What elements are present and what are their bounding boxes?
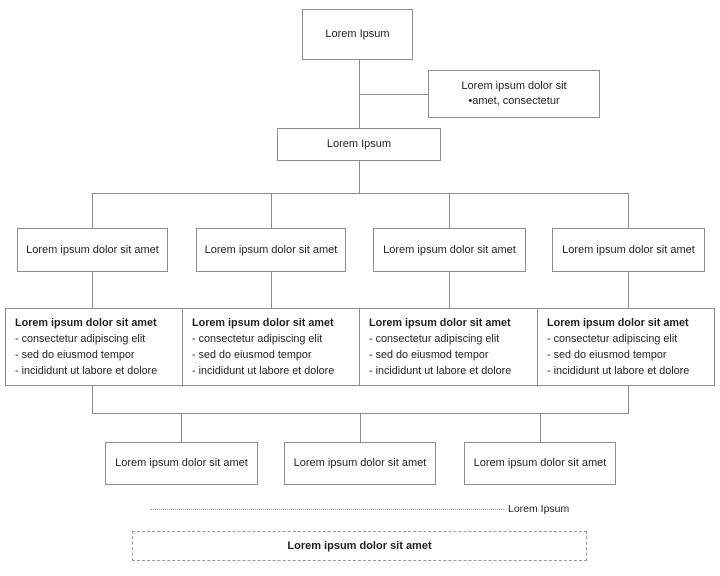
level2-node: Lorem Ipsum: [277, 128, 441, 161]
dotted-divider-line: [150, 509, 504, 510]
connector-branch-to-note: [359, 94, 428, 95]
row3-node-2-item: - sed do eiusmod tempor: [192, 349, 312, 361]
row3-node-3-item: - consectetur adipiscing elit: [369, 333, 500, 345]
row3-node-1-item: - sed do eiusmod tempor: [15, 349, 135, 361]
connector-row2-row3-2: [271, 272, 272, 308]
row4-node-1: Lorem ipsum dolor sit amet: [105, 442, 258, 485]
row3-node-1-title: Lorem ipsum dolor sit amet: [15, 317, 157, 329]
connector-row4-drop-3: [540, 413, 541, 442]
row3-node-3-item: - sed do eiusmod tempor: [369, 349, 489, 361]
connector-row4-drop-2: [360, 413, 361, 442]
dashed-node: Lorem ipsum dolor sit amet: [132, 531, 587, 561]
note-node-line2: •amet, consectetur: [468, 95, 560, 107]
note-node: Lorem ipsum dolor sit •amet, consectetur: [428, 70, 600, 118]
row2-node-3-label: Lorem ipsum dolor sit amet: [383, 243, 516, 256]
connector-level2-down: [359, 161, 360, 193]
connector-row2-row3-1: [92, 272, 93, 308]
row3-node-1-item: - consectetur adipiscing elit: [15, 333, 146, 345]
connector-row2-row3-3: [449, 272, 450, 308]
row2-node-4: Lorem ipsum dolor sit amet: [552, 228, 705, 272]
connector-row3-down-left: [92, 386, 93, 413]
row4-node-3: Lorem ipsum dolor sit amet: [464, 442, 616, 485]
row3-node-2-item: - incididunt ut labore et dolore: [192, 365, 335, 377]
level2-node-label: Lorem Ipsum: [326, 138, 392, 150]
connector-row2-row3-4: [628, 272, 629, 308]
connector-row4-drop-1: [181, 413, 182, 442]
row3-node-4-item: - consectetur adipiscing elit: [547, 333, 678, 345]
connector-row2-drop-1: [92, 193, 93, 228]
row3-node-3-title: Lorem ipsum dolor sit amet: [369, 317, 511, 329]
row3-node-4-item: - incididunt ut labore et dolore: [547, 365, 690, 377]
root-node-label: Lorem Ipsum: [325, 28, 390, 40]
root-node: Lorem Ipsum: [302, 9, 413, 60]
row3-node-1: Lorem ipsum dolor sit amet - consectetur…: [5, 308, 183, 386]
connector-row3-down-right: [628, 386, 629, 413]
row3-node-3: Lorem ipsum dolor sit amet - consectetur…: [359, 308, 538, 386]
connector-row2-bus: [92, 193, 629, 194]
note-node-line1: Lorem ipsum dolor sit: [461, 80, 567, 92]
row3-node-1-item: - incididunt ut labore et dolore: [15, 365, 158, 377]
row3-node-2: Lorem ipsum dolor sit amet - consectetur…: [182, 308, 360, 386]
dashed-node-label: Lorem ipsum dolor sit amet: [287, 539, 432, 552]
row2-node-1-label: Lorem ipsum dolor sit amet: [26, 243, 159, 256]
row3-node-4-item: - sed do eiusmod tempor: [547, 349, 667, 361]
connector-row2-drop-3: [449, 193, 450, 228]
row2-node-1: Lorem ipsum dolor sit amet: [17, 228, 168, 272]
dotted-divider-label: Lorem Ipsum: [508, 503, 570, 515]
row2-node-3: Lorem ipsum dolor sit amet: [373, 228, 526, 272]
row4-node-2-label: Lorem ipsum dolor sit amet: [293, 457, 427, 469]
row4-node-3-label: Lorem ipsum dolor sit amet: [473, 457, 607, 469]
row2-node-4-label: Lorem ipsum dolor sit amet: [562, 243, 695, 256]
row3-node-3-item: - incididunt ut labore et dolore: [369, 365, 512, 377]
row3-node-2-title: Lorem ipsum dolor sit amet: [192, 317, 334, 329]
row3-node-4: Lorem ipsum dolor sit amet - consectetur…: [537, 308, 715, 386]
connector-row2-drop-2: [271, 193, 272, 228]
row3-node-4-title: Lorem ipsum dolor sit amet: [547, 317, 689, 329]
connector-row2-drop-4: [628, 193, 629, 228]
row4-node-2: Lorem ipsum dolor sit amet: [284, 442, 436, 485]
row2-node-2: Lorem ipsum dolor sit amet: [196, 228, 346, 272]
row2-node-2-label: Lorem ipsum dolor sit amet: [204, 243, 338, 256]
row4-node-1-label: Lorem ipsum dolor sit amet: [115, 457, 248, 469]
row3-node-2-item: - consectetur adipiscing elit: [192, 333, 323, 345]
